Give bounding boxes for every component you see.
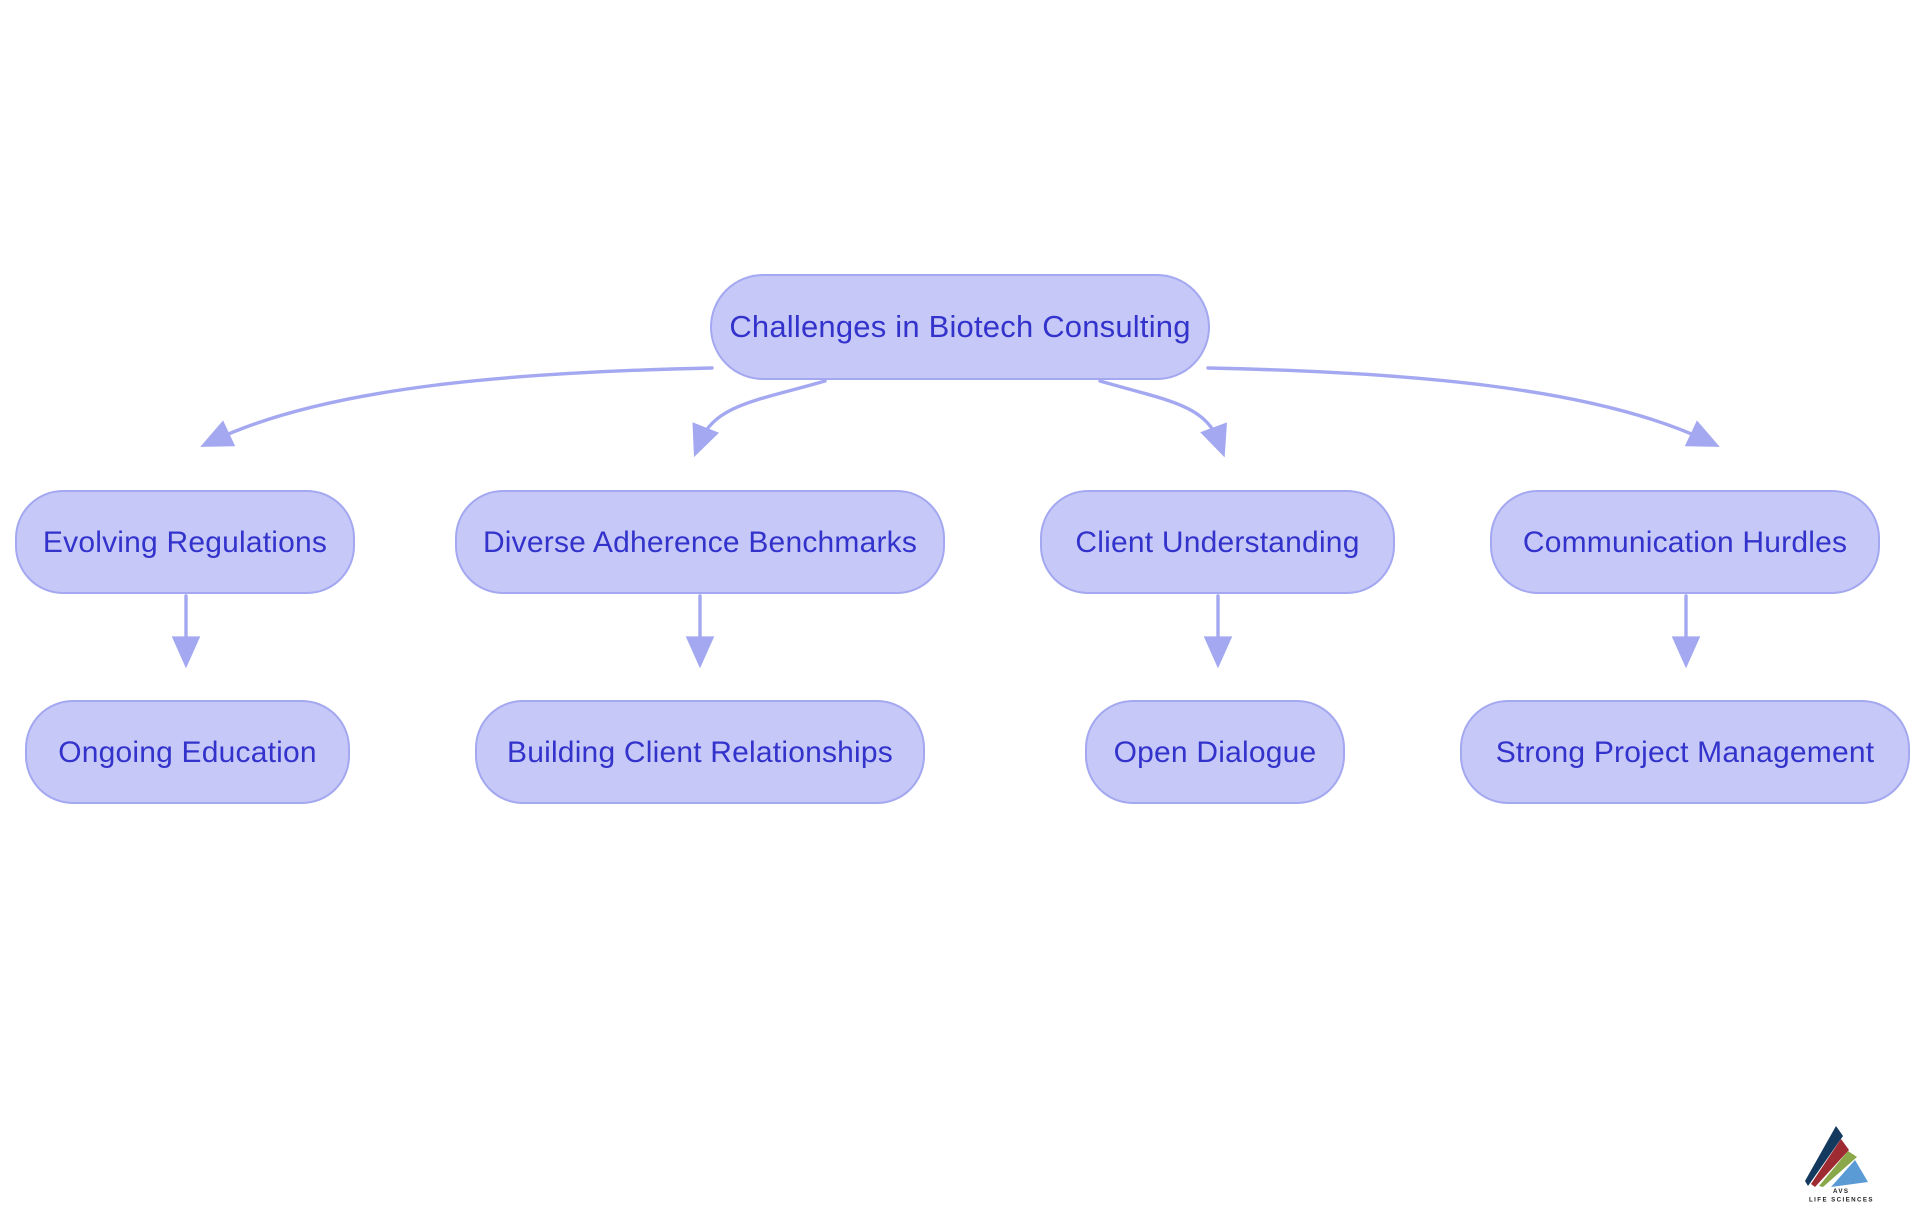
node-client-understanding[interactable]: Client Understanding: [1040, 490, 1395, 594]
node-label: Communication Hurdles: [1522, 525, 1848, 559]
logo-blade-red-icon: [1811, 1139, 1849, 1187]
node-label: Client Understanding: [1075, 525, 1360, 559]
node-communication-hurdles[interactable]: Communication Hurdles: [1490, 490, 1880, 594]
node-label: Challenges in Biotech Consulting: [729, 308, 1191, 344]
node-strong-project-management[interactable]: Strong Project Management: [1460, 700, 1910, 804]
edge-root-to-evolving-regulations: [200, 366, 714, 447]
logo-blade-olive-icon: [1819, 1151, 1857, 1187]
edge-root-to-communication-hurdles: [1206, 366, 1720, 447]
node-challenges-in-biotech-consulting[interactable]: Challenges in Biotech Consulting: [710, 274, 1210, 380]
node-label: Evolving Regulations: [42, 525, 328, 559]
logo-main-text: AVS: [1833, 1188, 1849, 1195]
node-label: Building Client Relationships: [506, 735, 893, 769]
node-label: Diverse Adherence Benchmarks: [482, 525, 918, 559]
node-diverse-adherence-benchmarks[interactable]: Diverse Adherence Benchmarks: [455, 490, 945, 594]
edge-root-to-diverse-adherence-benchmarks: [692, 379, 827, 458]
node-label: Strong Project Management: [1495, 735, 1875, 769]
node-evolving-regulations[interactable]: Evolving Regulations: [15, 490, 355, 594]
logo-blade-blue-icon: [1831, 1160, 1868, 1187]
node-ongoing-education[interactable]: Ongoing Education: [25, 700, 350, 804]
node-label: Ongoing Education: [58, 735, 317, 769]
node-open-dialogue[interactable]: Open Dialogue: [1085, 700, 1345, 804]
logo-blade-navy-icon: [1805, 1126, 1843, 1186]
edge-root-to-client-understanding: [1098, 379, 1227, 458]
avs-life-sciences-logo: AVS LIFE SCIENCES: [1795, 1108, 1907, 1206]
logo-sub-text: LIFE SCIENCES: [1809, 1197, 1874, 1204]
node-label: Open Dialogue: [1113, 735, 1317, 769]
node-building-client-relationships[interactable]: Building Client Relationships: [475, 700, 925, 804]
